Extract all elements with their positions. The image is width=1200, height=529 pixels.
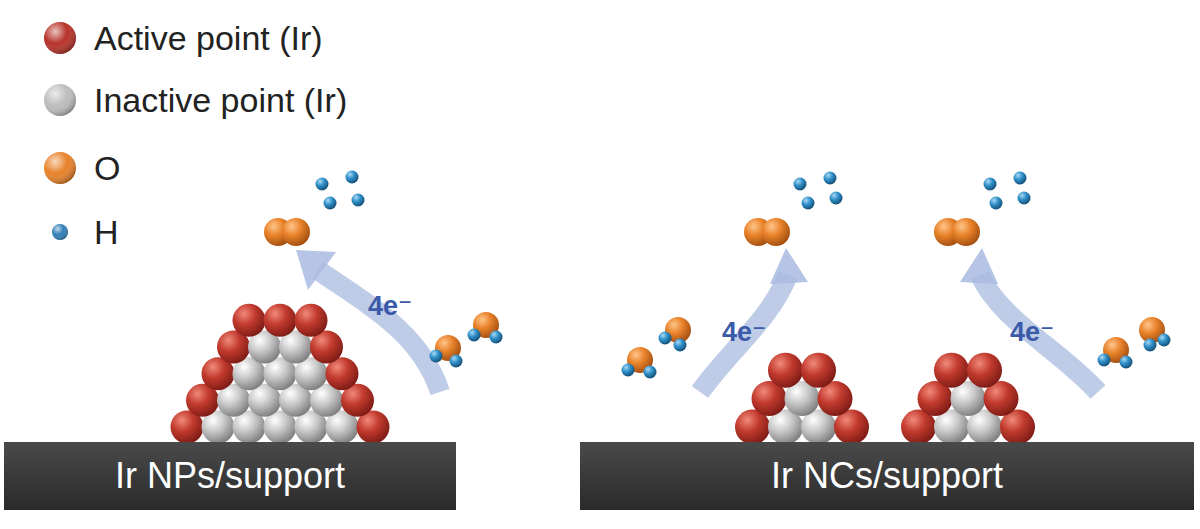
active-ir-atom <box>967 353 1002 388</box>
hydrogen-atom <box>984 178 997 191</box>
hydrogen-atom <box>352 194 365 207</box>
hydrogen-atom <box>346 171 359 184</box>
reaction-arrow <box>318 270 440 392</box>
legend-text: Active point (Ir) <box>94 19 323 58</box>
legend-swatch <box>40 212 80 252</box>
hydrogen-atom <box>824 172 837 185</box>
support-band: Ir NCs/support <box>580 442 1194 510</box>
legend-text: Inactive point (Ir) <box>94 81 347 120</box>
oxygen-atom <box>952 218 980 246</box>
hydrogen-atom <box>430 350 443 363</box>
hydrogen-atom <box>990 197 1003 210</box>
hydrogen-atom <box>644 366 657 379</box>
hydrogen-atom <box>802 197 815 210</box>
legend-item: Active point (Ir) <box>40 18 323 58</box>
hydrogen-atom <box>1144 339 1157 352</box>
hydrogen-atom <box>490 331 503 344</box>
hydrogen-atom <box>659 332 672 345</box>
sphere-shine <box>44 22 76 54</box>
active-ir-atom <box>264 304 297 337</box>
legend-sphere <box>44 22 76 54</box>
legend-sphere <box>44 84 76 116</box>
legend-sphere <box>44 152 76 184</box>
oxygen-atom <box>762 218 790 246</box>
legend-item: Inactive point (Ir) <box>40 80 347 120</box>
sphere-shine <box>44 84 76 116</box>
active-ir-atom <box>295 304 328 337</box>
hydrogen-atom <box>316 178 329 191</box>
hydrogen-atom <box>324 197 337 210</box>
legend-swatch <box>40 80 80 120</box>
hydrogen-atom <box>830 192 843 205</box>
hydrogen-atom <box>1018 192 1031 205</box>
oxygen-atom <box>282 218 310 246</box>
electron-count: 4e⁻ <box>722 316 766 348</box>
legend-text: O <box>94 149 120 188</box>
sphere-shine <box>44 152 76 184</box>
legend-text: H <box>94 213 119 252</box>
arrow-head <box>770 248 808 284</box>
sphere-shine <box>52 224 68 240</box>
electron-count: 4e⁻ <box>368 290 412 322</box>
electron-count: 4e⁻ <box>1010 316 1054 348</box>
hydrogen-atom <box>1014 172 1027 185</box>
hydrogen-atom <box>1158 334 1171 347</box>
hydrogen-atom <box>622 364 635 377</box>
active-ir-atom <box>233 304 266 337</box>
active-ir-atom <box>801 353 836 388</box>
legend-swatch <box>40 18 80 58</box>
hydrogen-atom <box>794 178 807 191</box>
hydrogen-atom <box>468 329 481 342</box>
legend-item: H <box>40 212 119 252</box>
active-ir-atom <box>934 353 969 388</box>
hydrogen-atom <box>1098 354 1111 367</box>
arrow-head <box>960 248 998 284</box>
hydrogen-atom <box>1120 356 1133 369</box>
support-label: Ir NPs/support <box>115 455 345 497</box>
legend-swatch <box>40 148 80 188</box>
legend-item: O <box>40 148 120 188</box>
legend-sphere <box>52 224 68 240</box>
hydrogen-atom <box>450 355 463 368</box>
arrow-head <box>296 250 336 290</box>
support-band: Ir NPs/support <box>4 442 456 510</box>
hydrogen-atom <box>674 339 687 352</box>
active-ir-atom <box>768 353 803 388</box>
support-label: Ir NCs/support <box>771 455 1003 497</box>
